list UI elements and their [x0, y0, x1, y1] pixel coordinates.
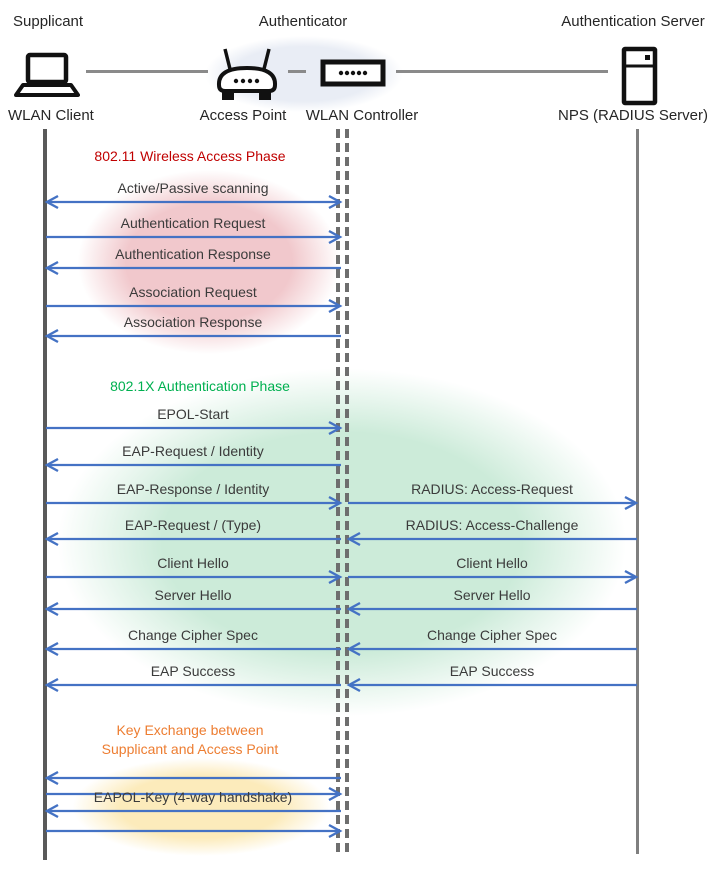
message-arrow [46, 298, 343, 314]
message-arrow [46, 229, 343, 245]
message-label: Active/Passive scanning [117, 180, 269, 196]
radius-server-lifeline [636, 129, 639, 854]
message-label: Server Hello [154, 587, 232, 603]
message-label: EAP-Request / Identity [122, 443, 264, 459]
node-label-nps-radius: NPS (RADIUS Server) [557, 107, 709, 124]
role-label-supplicant: Supplicant [13, 13, 84, 30]
message-arrow [44, 601, 341, 617]
node-label-wlan-controller: WLAN Controller [305, 107, 419, 124]
message-label: EAPOL-Key (4-way handshake) [93, 789, 293, 805]
message-arrow [44, 457, 341, 473]
message-label: Authentication Response [115, 246, 271, 262]
message-arrow [348, 495, 639, 511]
wlan-client-lifeline [43, 129, 47, 860]
message-arrow [44, 531, 341, 547]
message-label: Change Cipher Spec [128, 627, 258, 643]
phase-title-key-exchange: Key Exchange between Supplicant and Acce… [101, 722, 279, 757]
message-label: Association Response [123, 314, 263, 330]
message-arrow [46, 495, 343, 511]
message-arrow [44, 641, 341, 657]
message-arrow [46, 569, 343, 585]
wireless-access-phase-ellipse [75, 168, 343, 356]
message-label: EAP-Response / Identity [116, 481, 270, 497]
message-label: Client Hello [456, 555, 528, 571]
message-arrow [44, 803, 341, 819]
message-label: EAP Success [150, 663, 236, 679]
client-to-ap-connector [86, 70, 208, 73]
message-arrow [44, 677, 341, 693]
node-label-access-point: Access Point [199, 107, 287, 124]
message-arrow [46, 823, 343, 839]
controller-to-server-connector [396, 70, 608, 73]
server-icon [621, 46, 658, 106]
message-label: RADIUS: Access-Request [411, 481, 573, 497]
message-label: RADIUS: Access-Challenge [405, 517, 579, 533]
wlan-controller-icon [320, 59, 386, 87]
access-point-icon [217, 48, 277, 100]
dot1x-authentication-phase-ellipse [52, 365, 632, 720]
message-arrow [346, 531, 637, 547]
message-label: Authentication Request [120, 215, 266, 231]
message-label: EPOL-Start [157, 406, 229, 422]
message-arrow [46, 786, 343, 802]
node-label-wlan-client: WLAN Client [8, 107, 94, 124]
message-label: Change Cipher Spec [427, 627, 557, 643]
wlan-controller-lifeline-dashed [336, 129, 340, 854]
message-label: Client Hello [157, 555, 229, 571]
phase-title-wireless-access: 802.11 Wireless Access Phase [94, 148, 286, 164]
message-label: Association Request [129, 284, 257, 300]
role-label-auth-server: Authentication Server [561, 13, 705, 30]
message-arrow [346, 601, 637, 617]
laptop-icon [14, 52, 80, 97]
message-arrow [346, 677, 637, 693]
message-arrow [348, 569, 639, 585]
message-arrow [44, 328, 341, 344]
message-arrow [44, 194, 343, 210]
ap-to-controller-connector [288, 70, 306, 73]
role-label-authenticator: Authenticator [258, 13, 348, 30]
message-label: EAP-Request / (Type) [124, 517, 262, 533]
wlan-controller-lifeline-dashed [345, 129, 349, 854]
message-arrow [346, 641, 637, 657]
message-arrow [44, 260, 341, 276]
message-arrow [46, 420, 343, 436]
message-label: Server Hello [453, 587, 531, 603]
key-exchange-phase-ellipse [70, 757, 332, 857]
message-arrow [44, 770, 341, 786]
message-label: EAP Success [449, 663, 535, 679]
phase-title-dot1x-authentication: 802.1X Authentication Phase [110, 378, 290, 394]
